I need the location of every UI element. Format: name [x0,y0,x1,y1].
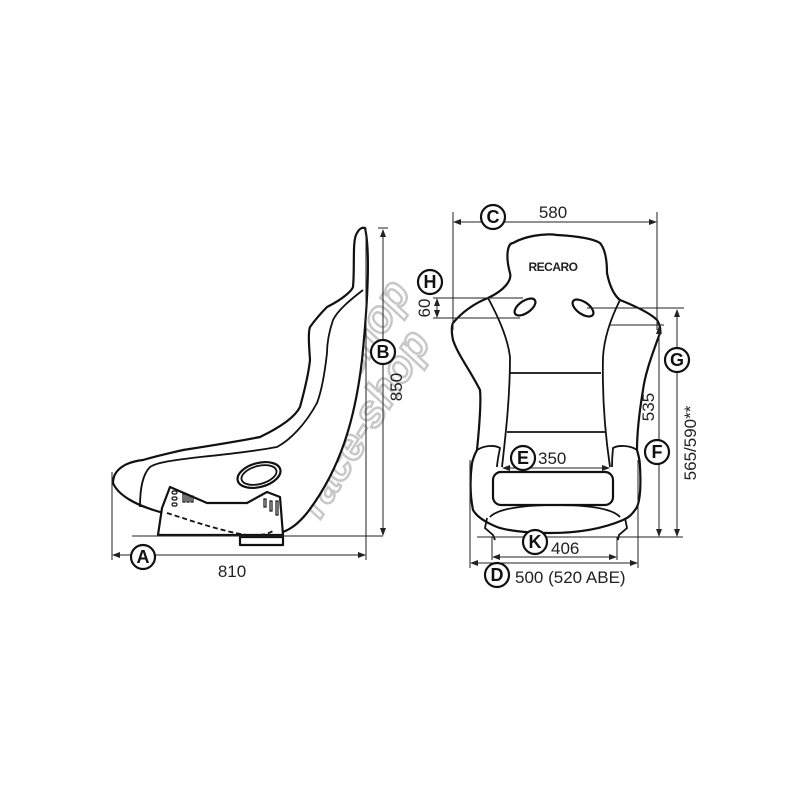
belt-slot-right [571,298,595,318]
svg-text:500 (520 ABE): 500 (520 ABE) [515,568,626,587]
seat-mount-foot [238,535,285,547]
belt-slot-left [513,297,537,317]
dimension-e: E 350 [509,444,566,472]
seat-inner-contour [139,289,364,508]
seat-side-view: A 810 B 850 [111,226,406,581]
svg-text:C: C [487,207,500,227]
seat-front-view: RECARO C 580 H 60 G 5 [415,203,700,589]
svg-text:A: A [137,547,150,567]
svg-text:60: 60 [415,299,434,318]
svg-text:406: 406 [551,539,579,558]
dimension-k: K 406 [521,528,579,558]
dimension-c: C 580 [479,203,567,231]
svg-text:B: B [377,342,390,362]
seat-cushion [491,470,615,507]
svg-text:H: H [424,272,437,292]
dimension-g: G 565/590** [663,346,700,480]
svg-text:K: K [529,532,542,552]
dimension-f: F 535 [639,393,671,466]
svg-text:850: 850 [387,373,406,401]
dimension-a: A 810 [129,543,246,581]
recaro-logo: RECARO [528,260,577,274]
svg-text:565/590**: 565/590** [681,405,700,480]
dimension-b: B 850 [369,338,406,401]
svg-text:580: 580 [539,203,567,222]
seat-shell-side [111,226,369,535]
belt-hole-side [236,460,282,490]
svg-text:350: 350 [538,449,566,468]
svg-text:810: 810 [218,562,246,581]
svg-text:D: D [491,565,504,585]
svg-text:G: G [670,350,684,370]
svg-text:E: E [517,448,529,468]
dimension-d: D 500 (520 ABE) [483,561,626,589]
dimension-h: H 60 [415,268,444,318]
svg-text:535: 535 [639,393,658,421]
svg-text:F: F [652,442,663,462]
